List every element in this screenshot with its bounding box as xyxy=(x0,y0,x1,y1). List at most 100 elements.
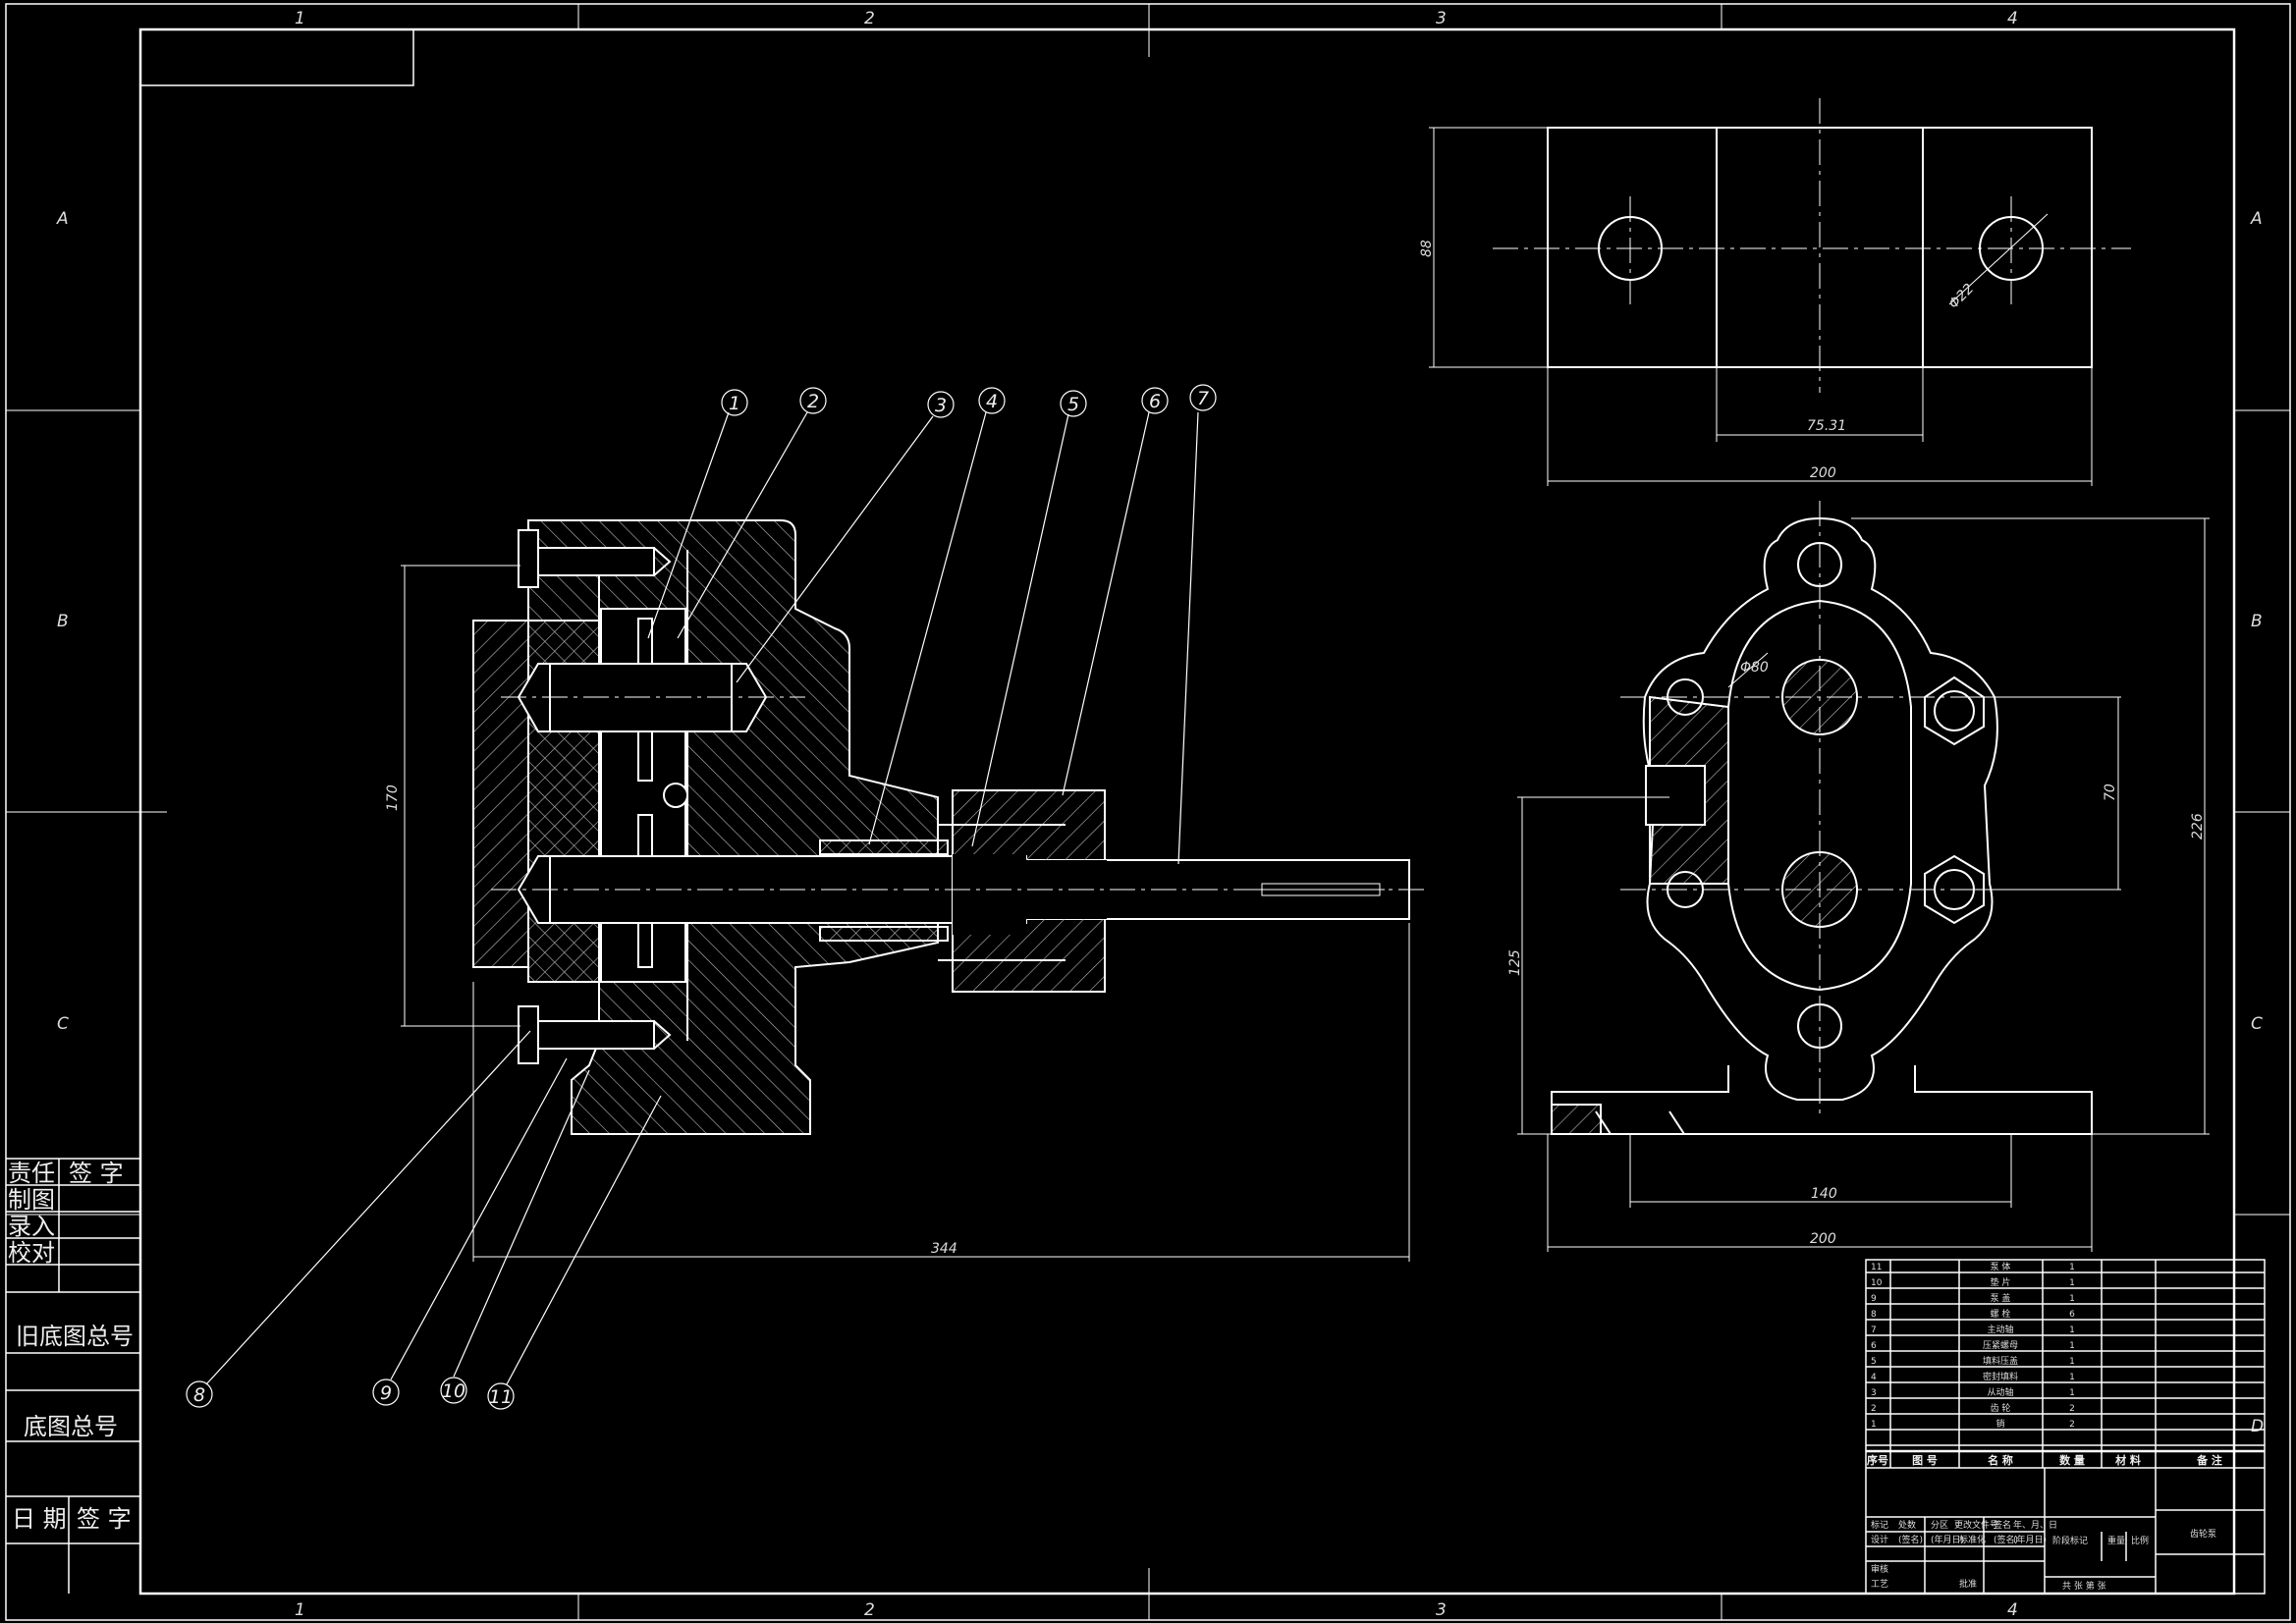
dim-front-lower: 125 xyxy=(1507,949,1523,976)
side-view-dimension-labels: Φ80 70 226 125 140 200 xyxy=(1507,660,2206,1247)
left-panel-labels: 责任 签 字 制图 录入 校对 旧底图总号 底图总号 日 期 签 字 xyxy=(8,1160,134,1533)
top-view-dimension-labels: 88 Φ22 75.31 200 xyxy=(1419,240,1977,481)
bom-row-qty: 1 xyxy=(2069,1325,2075,1335)
tb-design-sign: (签名) xyxy=(1898,1534,1923,1545)
dim-top-width: 200 xyxy=(1810,465,1836,481)
tb-signature: 签名 xyxy=(1994,1519,2011,1531)
bom-row-no: 7 xyxy=(1871,1325,1877,1335)
drawing-frame xyxy=(5,3,2291,1621)
zone-labels: 1 2 3 4 1 2 3 4 A B C A B C D xyxy=(56,9,2264,1620)
zone-col-4-bottom: 4 xyxy=(2007,1600,2018,1620)
tb-sheets: 共 张 第 张 xyxy=(2062,1580,2106,1592)
bom-row-qty: 1 xyxy=(2069,1373,2075,1382)
responsibility-label: 责任 xyxy=(8,1160,55,1187)
date-label: 日 期 xyxy=(12,1505,67,1533)
dim-top-height: 88 xyxy=(1419,240,1435,257)
balloon-11: 11 xyxy=(489,1386,513,1408)
tb-approve: 批准 xyxy=(1959,1578,1977,1590)
balloon-2: 2 xyxy=(807,391,819,412)
tb-design: 设计 xyxy=(1871,1534,1888,1545)
bom-row-no: 3 xyxy=(1871,1388,1877,1398)
zone-row-b-left: B xyxy=(57,612,69,631)
side-view xyxy=(1517,501,2210,1252)
bom-row-name: 压紧螺母 xyxy=(1983,1340,2018,1351)
zone-col-1-bottom: 1 xyxy=(295,1600,305,1620)
bom-row-qty: 1 xyxy=(2069,1388,2075,1398)
zone-col-3-top: 3 xyxy=(1436,9,1447,28)
zone-col-4-top: 4 xyxy=(2007,9,2018,28)
balloon-6: 6 xyxy=(1149,391,1161,412)
bom-row-qty: 2 xyxy=(2069,1404,2075,1414)
left-registration-panel xyxy=(6,1158,140,1594)
zone-col-1-top: 1 xyxy=(295,9,305,28)
tb-standard-date: (年月日) xyxy=(2013,1534,2047,1545)
tb-date: 年、月、日 xyxy=(2013,1519,2057,1531)
bom-row-qty: 1 xyxy=(2069,1294,2075,1304)
dim-side-width: 200 xyxy=(1810,1231,1836,1247)
entered-label: 录入 xyxy=(8,1213,55,1240)
balloon-4: 4 xyxy=(986,391,998,412)
bom-row-qty: 2 xyxy=(2069,1420,2075,1430)
bom-row-name: 垫 片 xyxy=(1991,1276,2011,1288)
tb-count: 处数 xyxy=(1898,1519,1916,1531)
tb-mark: 标记 xyxy=(1871,1519,1888,1531)
front-section-view xyxy=(472,519,1424,1135)
tb-weight: 重量 xyxy=(2107,1535,2125,1546)
bom-row-qty: 1 xyxy=(2069,1278,2075,1288)
sign-label: 签 字 xyxy=(77,1505,132,1533)
dim-side-bore: Φ80 xyxy=(1740,660,1769,676)
bom-row-name: 填料压盖 xyxy=(1983,1355,2018,1367)
zone-row-a-right: A xyxy=(2250,209,2263,229)
balloon-3: 3 xyxy=(935,395,947,416)
bom-row-name: 泵 盖 xyxy=(1991,1292,2011,1304)
zone-col-3-bottom: 3 xyxy=(1436,1600,1447,1620)
bom-row-name: 螺 栓 xyxy=(1991,1308,2011,1320)
bom-row-name: 泵 体 xyxy=(1991,1261,2011,1272)
checked-label: 校对 xyxy=(8,1239,55,1267)
title-block xyxy=(1866,1468,2265,1594)
tb-zone: 分区 xyxy=(1931,1520,1948,1531)
bom-row-no: 6 xyxy=(1871,1341,1877,1351)
top-view xyxy=(1429,98,2131,486)
bom-row-no: 8 xyxy=(1871,1310,1877,1320)
dim-top-spacing: 75.31 xyxy=(1807,418,1846,434)
part-balloons xyxy=(186,384,1217,1410)
tb-standard: 标准化 xyxy=(1959,1534,1986,1545)
bom-header-cell: 序号 xyxy=(1867,1453,1888,1467)
bom-row-no: 4 xyxy=(1871,1373,1877,1382)
drafted-label: 制图 xyxy=(8,1186,55,1214)
dim-side-gear-center: 70 xyxy=(2103,784,2118,801)
bill-of-materials xyxy=(1865,1259,2266,1595)
title-block-text: 标记 处数 分区 更改文件号 签名 年、月、日 设计 (签名) (年月日) 标准… xyxy=(1871,1519,2216,1592)
tb-change-doc: 更改文件号 xyxy=(1954,1519,1998,1531)
tb-stage: 阶段标记 xyxy=(2052,1535,2088,1546)
zone-col-2-top: 2 xyxy=(864,9,875,28)
zone-row-b-right: B xyxy=(2251,612,2263,631)
dim-front-length: 344 xyxy=(931,1241,957,1257)
bom-row-name: 从动轴 xyxy=(1987,1386,2013,1398)
bom-row-name: 销 xyxy=(1995,1418,2004,1430)
zone-col-2-bottom: 2 xyxy=(864,1600,875,1620)
balloon-9: 9 xyxy=(380,1382,392,1404)
dim-front-height: 170 xyxy=(385,784,401,811)
zone-row-c-left: C xyxy=(57,1014,69,1034)
bom-row-no: 10 xyxy=(1871,1278,1883,1288)
tb-design-date: (年月日) xyxy=(1931,1534,1964,1545)
old-base-no-label: 旧底图总号 xyxy=(16,1323,134,1350)
signature-label: 签 字 xyxy=(69,1160,124,1187)
tb-drawing-name: 齿轮泵 xyxy=(2190,1528,2216,1540)
dim-side-base-holes: 140 xyxy=(1811,1186,1837,1202)
balloon-8: 8 xyxy=(193,1384,205,1406)
bom-row-no: 5 xyxy=(1871,1357,1877,1367)
front-view-dimensions xyxy=(401,565,1410,1262)
tb-standard-sign: (签名) xyxy=(1994,1534,2018,1545)
zone-row-a-left: A xyxy=(56,209,69,229)
balloon-7: 7 xyxy=(1197,388,1209,409)
balloon-numbers: 1 2 3 4 5 6 7 8 9 10 11 xyxy=(193,388,1209,1408)
bom-row-qty: 1 xyxy=(2069,1341,2075,1351)
bom-row-no: 2 xyxy=(1871,1404,1877,1414)
bom-row-qty: 1 xyxy=(2069,1263,2075,1272)
bom-row-no: 11 xyxy=(1871,1263,1882,1272)
dim-top-hole: Φ22 xyxy=(1946,281,1978,312)
